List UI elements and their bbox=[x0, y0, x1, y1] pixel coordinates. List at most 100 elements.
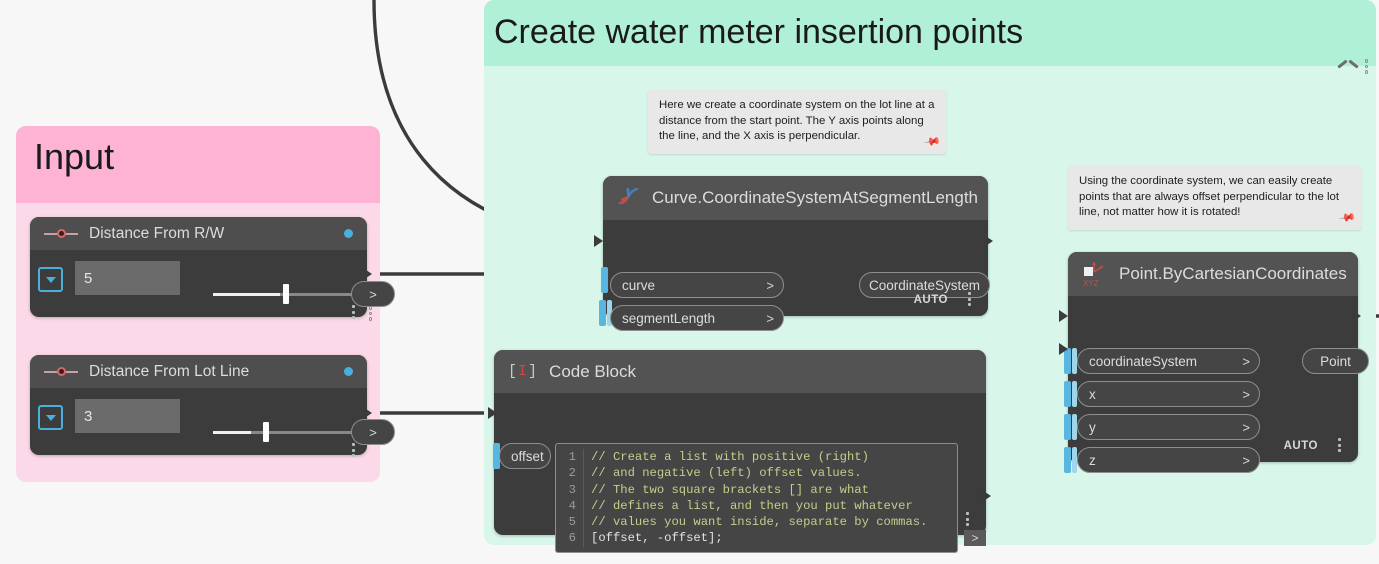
wire-arrow-offset-input bbox=[488, 407, 497, 419]
pushpin-icon[interactable]: 📌 bbox=[1338, 209, 1357, 227]
vertical-dots-icon[interactable] bbox=[352, 443, 355, 457]
input-port-coordinatesystem-caret: > bbox=[1242, 353, 1250, 369]
input-port-curve-label: curve bbox=[622, 277, 656, 293]
vertical-dots-icon[interactable] bbox=[968, 292, 971, 306]
node-code-block-header[interactable]: [I] Code Block bbox=[494, 350, 986, 393]
note-coordinate-system[interactable]: Here we create a coordinate system on th… bbox=[648, 90, 946, 154]
port-connector-x-inner bbox=[1072, 381, 1077, 407]
code-line-number: 2 bbox=[556, 465, 584, 482]
pushpin-icon[interactable]: 📌 bbox=[923, 133, 942, 151]
vertical-dots-icon[interactable] bbox=[1338, 438, 1341, 452]
node-point-body: coordinateSystem > x > y > z > Poi bbox=[1064, 296, 1369, 473]
input-port-y[interactable]: y > bbox=[1077, 414, 1260, 440]
input-port-offset[interactable]: offset bbox=[499, 443, 551, 469]
code-line-text: [offset, -offset]; bbox=[591, 531, 723, 546]
wire-arrow-codeblock-output bbox=[982, 490, 991, 502]
output-port-coordinatesystem[interactable]: CoordinateSystem bbox=[859, 272, 990, 298]
number-slider-icon bbox=[44, 366, 78, 378]
vertical-dots-icon[interactable] bbox=[966, 512, 969, 526]
blue-dot-icon bbox=[344, 367, 353, 376]
group-input-header[interactable]: Input bbox=[16, 126, 380, 203]
node-code-block-title: Code Block bbox=[549, 361, 636, 381]
input-port-segmentlength-caret: > bbox=[766, 310, 774, 326]
port-connector-offset bbox=[493, 443, 500, 469]
node-slider-distance-from-lot-line[interactable]: Distance From Lot Line 3 > bbox=[30, 355, 395, 457]
node-curve-cs-body: curve > segmentLength > CoordinateSystem… bbox=[599, 220, 990, 331]
chevron-up-icon[interactable] bbox=[1338, 60, 1358, 72]
node-point-header[interactable]: XYZ Point.ByCartesianCoordinates bbox=[1068, 252, 1358, 296]
input-port-coordinatesystem-label: coordinateSystem bbox=[1089, 353, 1198, 369]
node-point-title: Point.ByCartesianCoordinates bbox=[1119, 264, 1347, 283]
slider-value-input[interactable]: 5 bbox=[75, 261, 180, 295]
slider-output-caret: > bbox=[369, 286, 377, 302]
code-block-editor[interactable]: 1 // Create a list with positive (right)… bbox=[555, 443, 958, 553]
port-connector-z bbox=[1064, 447, 1071, 473]
node-slider-distance-from-rw[interactable]: Distance From R/W 5 > bbox=[30, 217, 395, 319]
slider-thumb[interactable] bbox=[283, 284, 289, 304]
slider-output-port[interactable]: > bbox=[351, 281, 395, 307]
output-port-point[interactable]: Point bbox=[1302, 348, 1369, 374]
vertical-dots-icon[interactable] bbox=[352, 305, 355, 319]
slider-output-caret: > bbox=[369, 424, 377, 440]
node-curve-cs-run-mode: AUTO bbox=[913, 294, 948, 306]
code-line-text: // Create a list with positive (right) bbox=[591, 450, 869, 464]
node-slider-distance-from-lot-line-header[interactable]: Distance From Lot Line bbox=[30, 355, 367, 388]
node-point-by-cartesian-coordinates[interactable]: XYZ Point.ByCartesianCoordinates coordin… bbox=[1064, 252, 1369, 473]
group-input-controls[interactable] bbox=[342, 306, 372, 321]
node-code-block[interactable]: [I] Code Block offset 1 // Create a list… bbox=[493, 350, 986, 553]
input-port-segmentlength[interactable]: segmentLength > bbox=[610, 305, 784, 331]
port-connector-coordinatesystem bbox=[1064, 348, 1071, 374]
node-slider-distance-from-rw-header[interactable]: Distance From R/W bbox=[30, 217, 367, 250]
node-slider-distance-from-rw-body: 5 > bbox=[30, 250, 395, 319]
input-port-segmentlength-label: segmentLength bbox=[622, 310, 716, 326]
group-water-meter-controls[interactable] bbox=[1338, 59, 1368, 74]
note-coordinate-system-text: Here we create a coordinate system on th… bbox=[659, 99, 935, 143]
code-line-number: 6 bbox=[556, 530, 584, 547]
slider-value-input[interactable]: 3 bbox=[75, 399, 180, 433]
slider-track-fill bbox=[213, 293, 280, 296]
node-curve-cs-header[interactable]: Curve.CoordinateSystemAtSegmentLength bbox=[603, 176, 988, 220]
output-port-point-label: Point bbox=[1320, 353, 1351, 369]
group-water-meter-header[interactable]: Create water meter insertion points bbox=[484, 0, 1376, 66]
code-line-number: 5 bbox=[556, 514, 584, 531]
input-port-offset-label: offset bbox=[511, 448, 544, 464]
group-water-meter-title: Create water meter insertion points bbox=[494, 13, 1024, 51]
wire-arrow-x-input bbox=[1059, 343, 1068, 355]
node-code-block-body: offset 1 // Create a list with positive … bbox=[493, 393, 986, 553]
node-point-run-mode: AUTO bbox=[1283, 440, 1318, 452]
node-curve-coordinatesystem-at-segment-length[interactable]: Curve.CoordinateSystemAtSegmentLength cu… bbox=[599, 176, 990, 331]
code-line: 4 // defines a list, and then you put wh… bbox=[556, 497, 957, 515]
input-port-x-label: x bbox=[1089, 386, 1096, 402]
slider-track[interactable] bbox=[213, 431, 355, 434]
code-block-output-port[interactable]: > bbox=[964, 530, 986, 546]
port-connector-y-inner bbox=[1072, 414, 1077, 440]
group-input-title: Input bbox=[34, 136, 115, 177]
port-connector-segmentlength bbox=[599, 300, 606, 326]
port-connector-x bbox=[1064, 381, 1071, 407]
code-line: 6 [offset, -offset]; bbox=[556, 530, 957, 547]
number-slider-icon bbox=[44, 228, 78, 240]
slider-dropdown-button[interactable] bbox=[38, 267, 63, 292]
code-line-number: 4 bbox=[556, 497, 584, 515]
chevron-down-icon bbox=[45, 414, 56, 421]
blue-dot-icon bbox=[344, 229, 353, 238]
input-port-z[interactable]: z > bbox=[1077, 447, 1260, 473]
output-port-coordinatesystem-label: CoordinateSystem bbox=[868, 277, 981, 293]
node-slider-distance-from-lot-line-title: Distance From Lot Line bbox=[89, 362, 250, 380]
port-connector-segmentlength-inner bbox=[607, 300, 612, 326]
three-dots-icon[interactable] bbox=[1364, 59, 1368, 74]
slider-dropdown-button[interactable] bbox=[38, 405, 63, 430]
slider-thumb[interactable] bbox=[263, 422, 269, 442]
note-offset-points[interactable]: Using the coordinate system, we can easi… bbox=[1068, 166, 1361, 230]
code-line-text: // and negative (left) offset values. bbox=[591, 466, 862, 481]
slider-output-port[interactable]: > bbox=[351, 419, 395, 445]
input-port-y-label: y bbox=[1089, 419, 1096, 435]
input-port-x[interactable]: x > bbox=[1077, 381, 1260, 407]
three-dots-icon[interactable] bbox=[368, 306, 372, 321]
chevron-down-icon bbox=[45, 276, 56, 283]
input-port-x-caret: > bbox=[1242, 386, 1250, 402]
input-port-curve[interactable]: curve > bbox=[610, 272, 784, 298]
input-port-coordinatesystem[interactable]: coordinateSystem > bbox=[1077, 348, 1260, 374]
point-xyz-icon: XYZ bbox=[1082, 259, 1108, 289]
